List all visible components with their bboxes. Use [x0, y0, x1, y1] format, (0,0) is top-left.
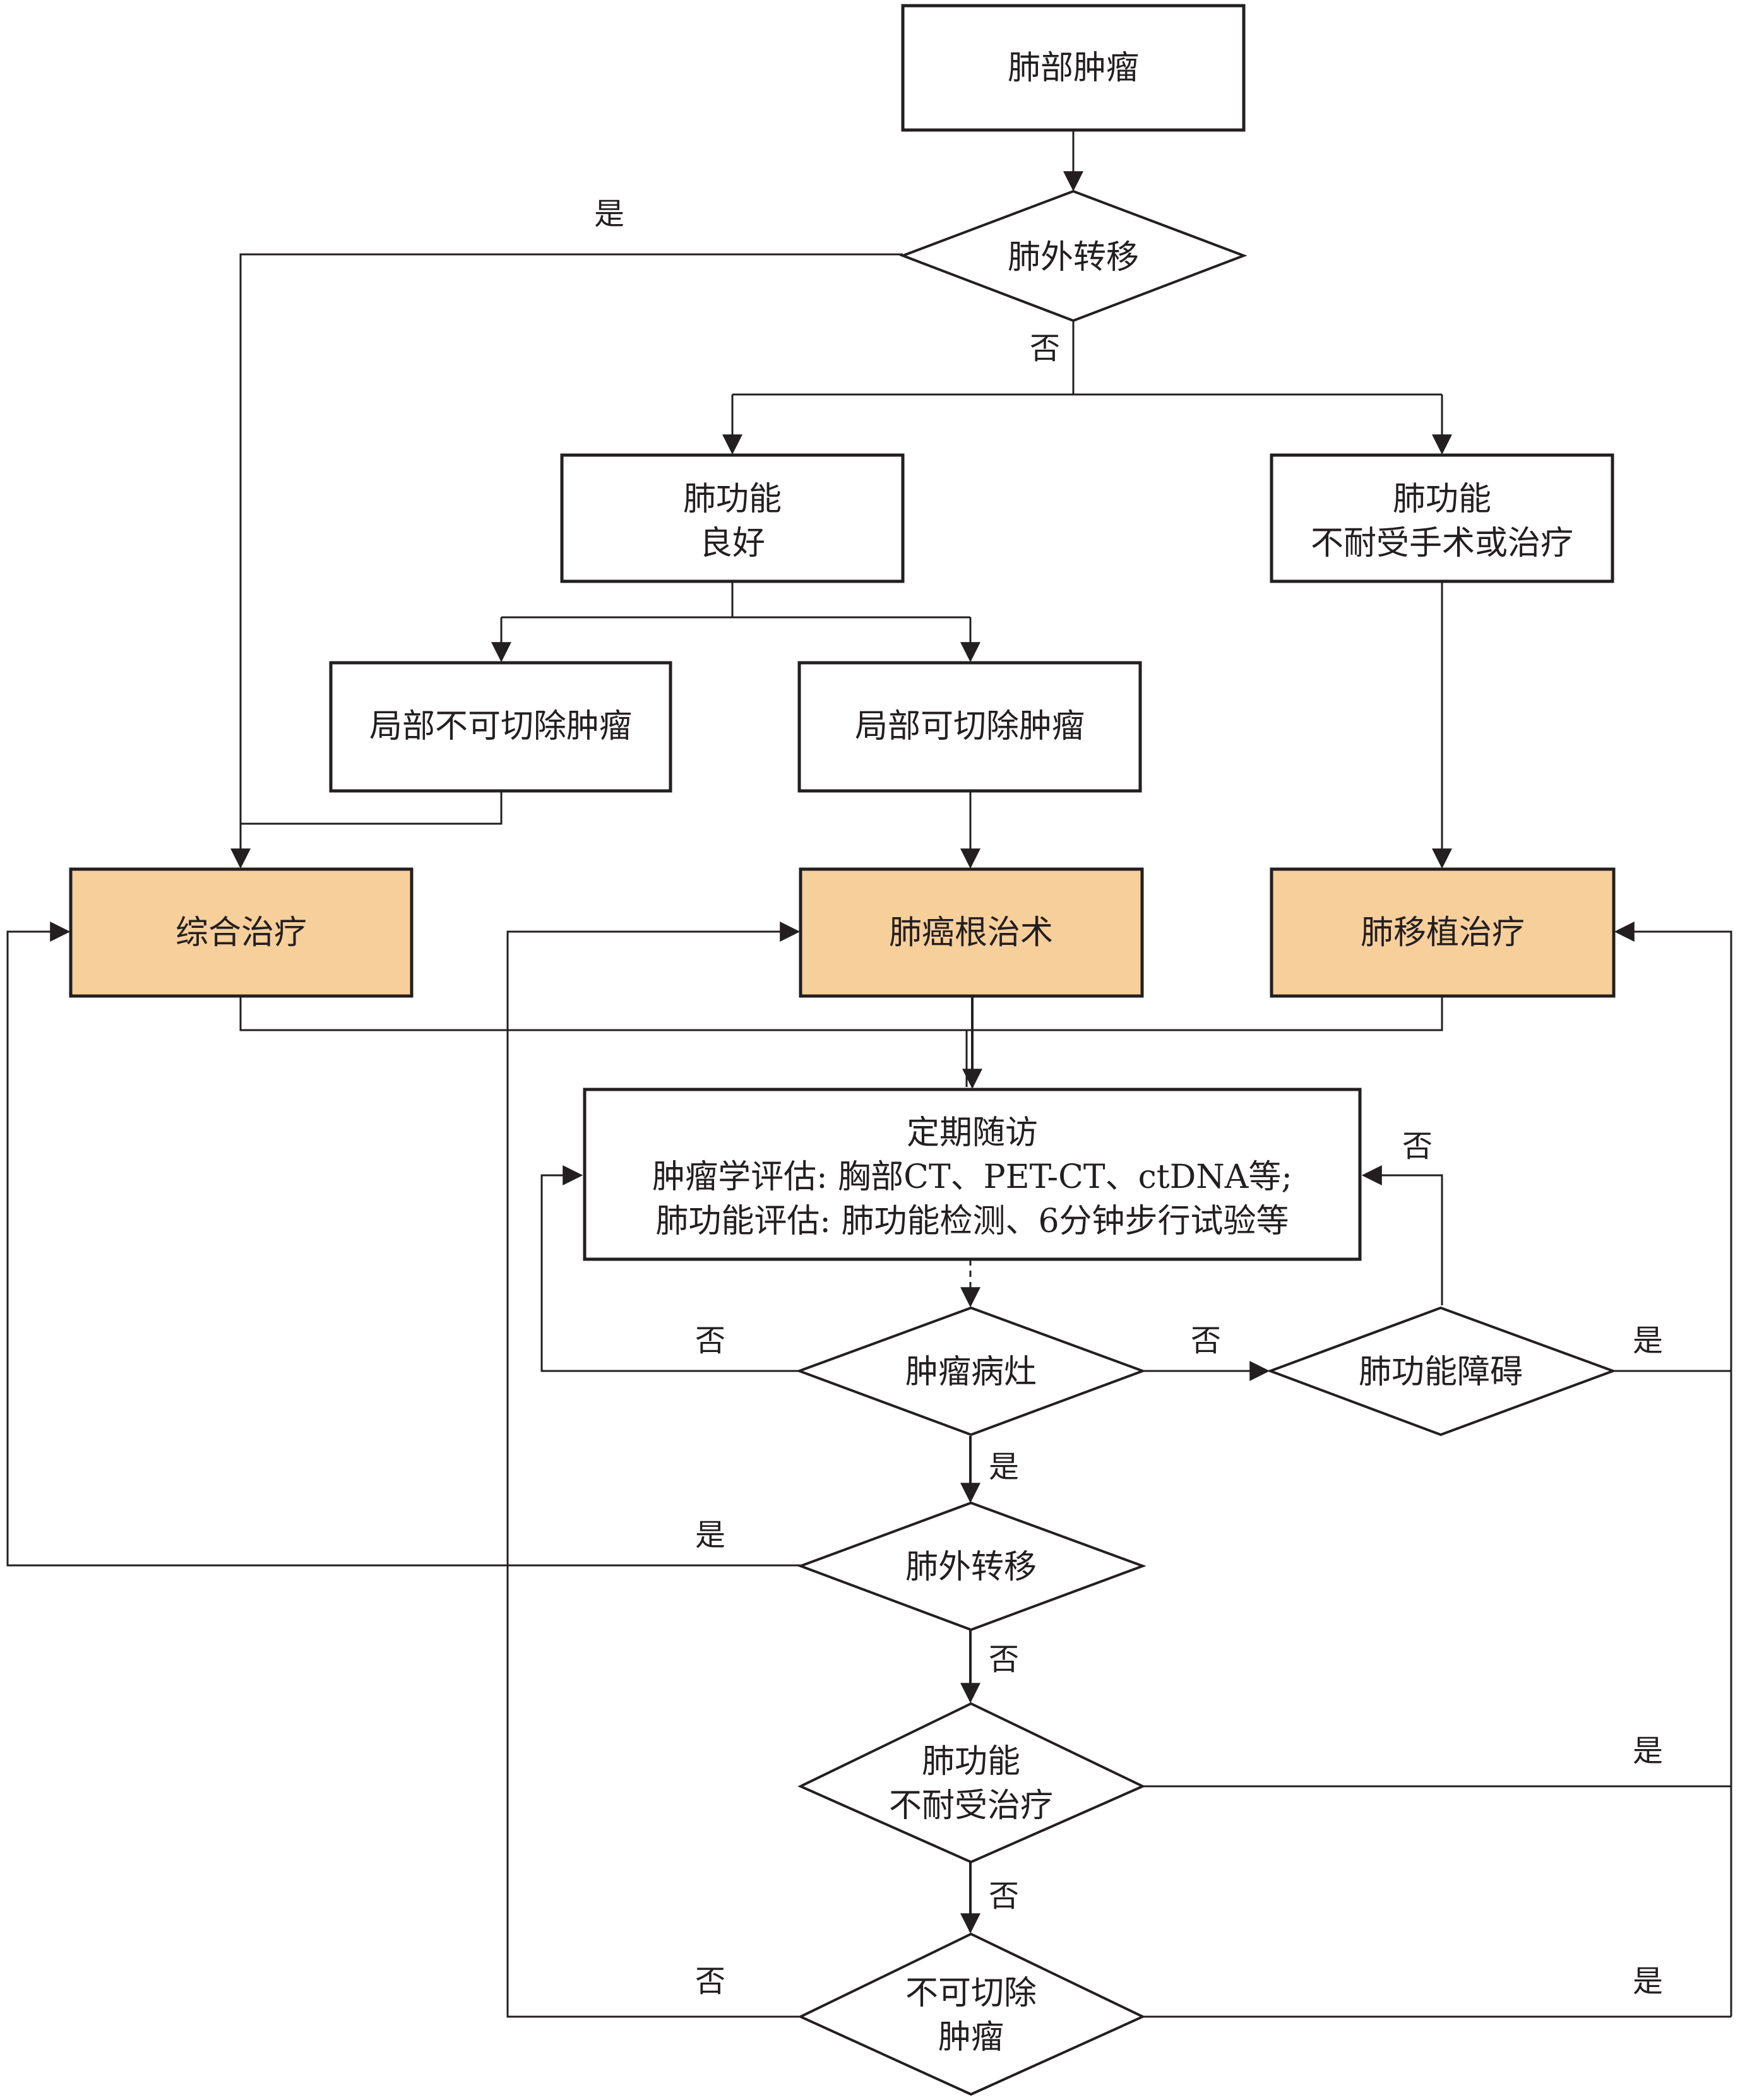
node-intolerant-line-2: 不耐受手术或治疗 [1311, 525, 1573, 562]
node-lesion-text: 肿瘤病灶 [905, 1353, 1037, 1391]
node-lung-tumor-text: 肺部肿瘤 [1008, 49, 1139, 87]
node-tumor-lesion: 肿瘤病灶 [796, 1306, 1147, 1437]
node-lung-transplant: 肺移植治疗 [1270, 867, 1616, 998]
label-lesion-yes: 是 [989, 1449, 1019, 1485]
label-intolerant-no: 否 [989, 1878, 1019, 1914]
node-local-unresectable: 局部不可切除肿瘤 [329, 661, 672, 793]
nodes: 肺部肿瘤 肺外转移 肺功能 良好 肺功能 不耐受手术或治疗 局部不可切除肿瘤 局… [69, 4, 1617, 2096]
node-good-line-2: 良好 [700, 525, 765, 562]
label-mets1-no: 否 [1030, 331, 1060, 366]
edge-mets2-yes-to-comprehensive [6, 922, 801, 1567]
node-unresectable-line-2: 肿瘤 [938, 2019, 1004, 2056]
label-mets2-no: 否 [989, 1642, 1019, 1677]
node-unresectable-line-1: 不可切除 [905, 1974, 1037, 2012]
node-followup-line-3: 肺功能评估: 肺功能检测、6分钟步行试验等 [655, 1202, 1289, 1240]
label-unresectable-no: 否 [695, 1964, 725, 1999]
node-followup-line-1: 定期随访 [907, 1114, 1038, 1152]
node-radical-surgery: 肺癌根治术 [799, 867, 1144, 998]
node-local-resectable-text: 局部可切除肿瘤 [855, 708, 1085, 745]
edge-mets-yes-to-comprehensive [230, 253, 903, 869]
node-lung-function-intolerant-treatment: 肺功能 不耐受治疗 [797, 1702, 1146, 1864]
edge-labels: 是 否 否 否 否 是 是 是 否 是 否 否 是 [594, 196, 1663, 1999]
node-intolerant-treatment-line-2: 不耐受治疗 [889, 1787, 1053, 1825]
edge-transplant-to-followup [970, 996, 1443, 1031]
node-extrapulmonary-mets-1: 肺外转移 [899, 189, 1248, 323]
edge-unresectable-join [241, 791, 503, 825]
node-good-line-1: 肺功能 [683, 480, 782, 518]
node-local-unresectable-text: 局部不可切除肿瘤 [369, 708, 632, 745]
node-radical-text: 肺癌根治术 [889, 914, 1053, 952]
node-transplant-text: 肺移植治疗 [1361, 914, 1525, 952]
node-lung-tumor: 肺部肿瘤 [901, 4, 1246, 132]
label-mets1-yes: 是 [594, 196, 624, 232]
node-unresectable-tumor: 不可切除 肿瘤 [797, 1932, 1146, 2096]
node-lung-function-intolerant: 肺功能 不耐受手术或治疗 [1270, 453, 1614, 583]
edge-dysfunction-no-to-followup [1361, 1165, 1443, 1305]
label-intolerant-yes: 是 [1633, 1733, 1663, 1769]
node-extrapulmonary-mets-2: 肺外转移 [797, 1501, 1147, 1632]
label-mets2-yes: 是 [695, 1517, 725, 1553]
node-regular-followup: 定期随访 肿瘤学评估: 胸部CT、PET-CT、ctDNA等; 肺功能评估: 肺… [583, 1088, 1362, 1261]
node-lung-dysfunction: 肺功能障碍 [1266, 1306, 1617, 1437]
label-lesion-no-left: 否 [695, 1323, 725, 1358]
label-dysfunction-yes: 是 [1633, 1323, 1663, 1358]
label-lesion-no-right: 否 [1191, 1323, 1221, 1358]
label-dysfunction-no: 否 [1402, 1129, 1433, 1164]
node-intolerant-treatment-line-1: 肺功能 [922, 1743, 1020, 1781]
node-mets-1-text: 肺外转移 [1008, 239, 1139, 276]
node-intolerant-line-1: 肺功能 [1393, 480, 1491, 518]
node-lung-function-good: 肺功能 良好 [560, 453, 905, 583]
node-local-resectable: 局部可切除肿瘤 [797, 661, 1142, 793]
node-mets-2-text: 肺外转移 [905, 1548, 1037, 1586]
edge-comprehensive-to-followup [239, 996, 970, 1031]
node-dysfunction-text: 肺功能障碍 [1359, 1353, 1523, 1391]
edges [6, 130, 1732, 2018]
node-comprehensive-treatment: 综合治疗 [69, 867, 414, 998]
edge-lesion-no-to-followup [540, 1165, 799, 1372]
label-unresectable-yes: 是 [1633, 1964, 1663, 1999]
node-comprehensive-text: 综合治疗 [176, 914, 307, 952]
edge-right-trunk-to-transplant [1614, 922, 1732, 2017]
edge-unresectable-no-to-radical [506, 922, 801, 2018]
node-followup-line-2: 肿瘤学评估: 胸部CT、PET-CT、ctDNA等; [652, 1158, 1292, 1196]
